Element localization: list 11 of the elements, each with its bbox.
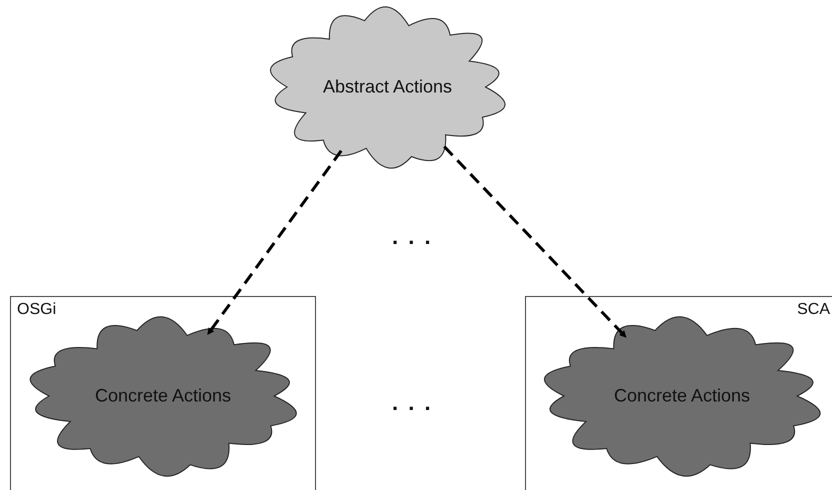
dashed-arrow [443,146,628,338]
cloud-label: Concrete Actions [94,386,232,406]
frame-title: OSGi [17,301,56,319]
dashed-arrow [206,150,342,336]
frame-box [525,296,832,490]
ellipsis: . . . [392,224,433,250]
cloud-label: Abstract Actions [322,76,452,98]
ellipsis: . . . [392,390,433,416]
frame-title: SCA [797,301,830,319]
frame-box [10,296,316,490]
cloud-label: Concrete Actions [614,386,750,406]
